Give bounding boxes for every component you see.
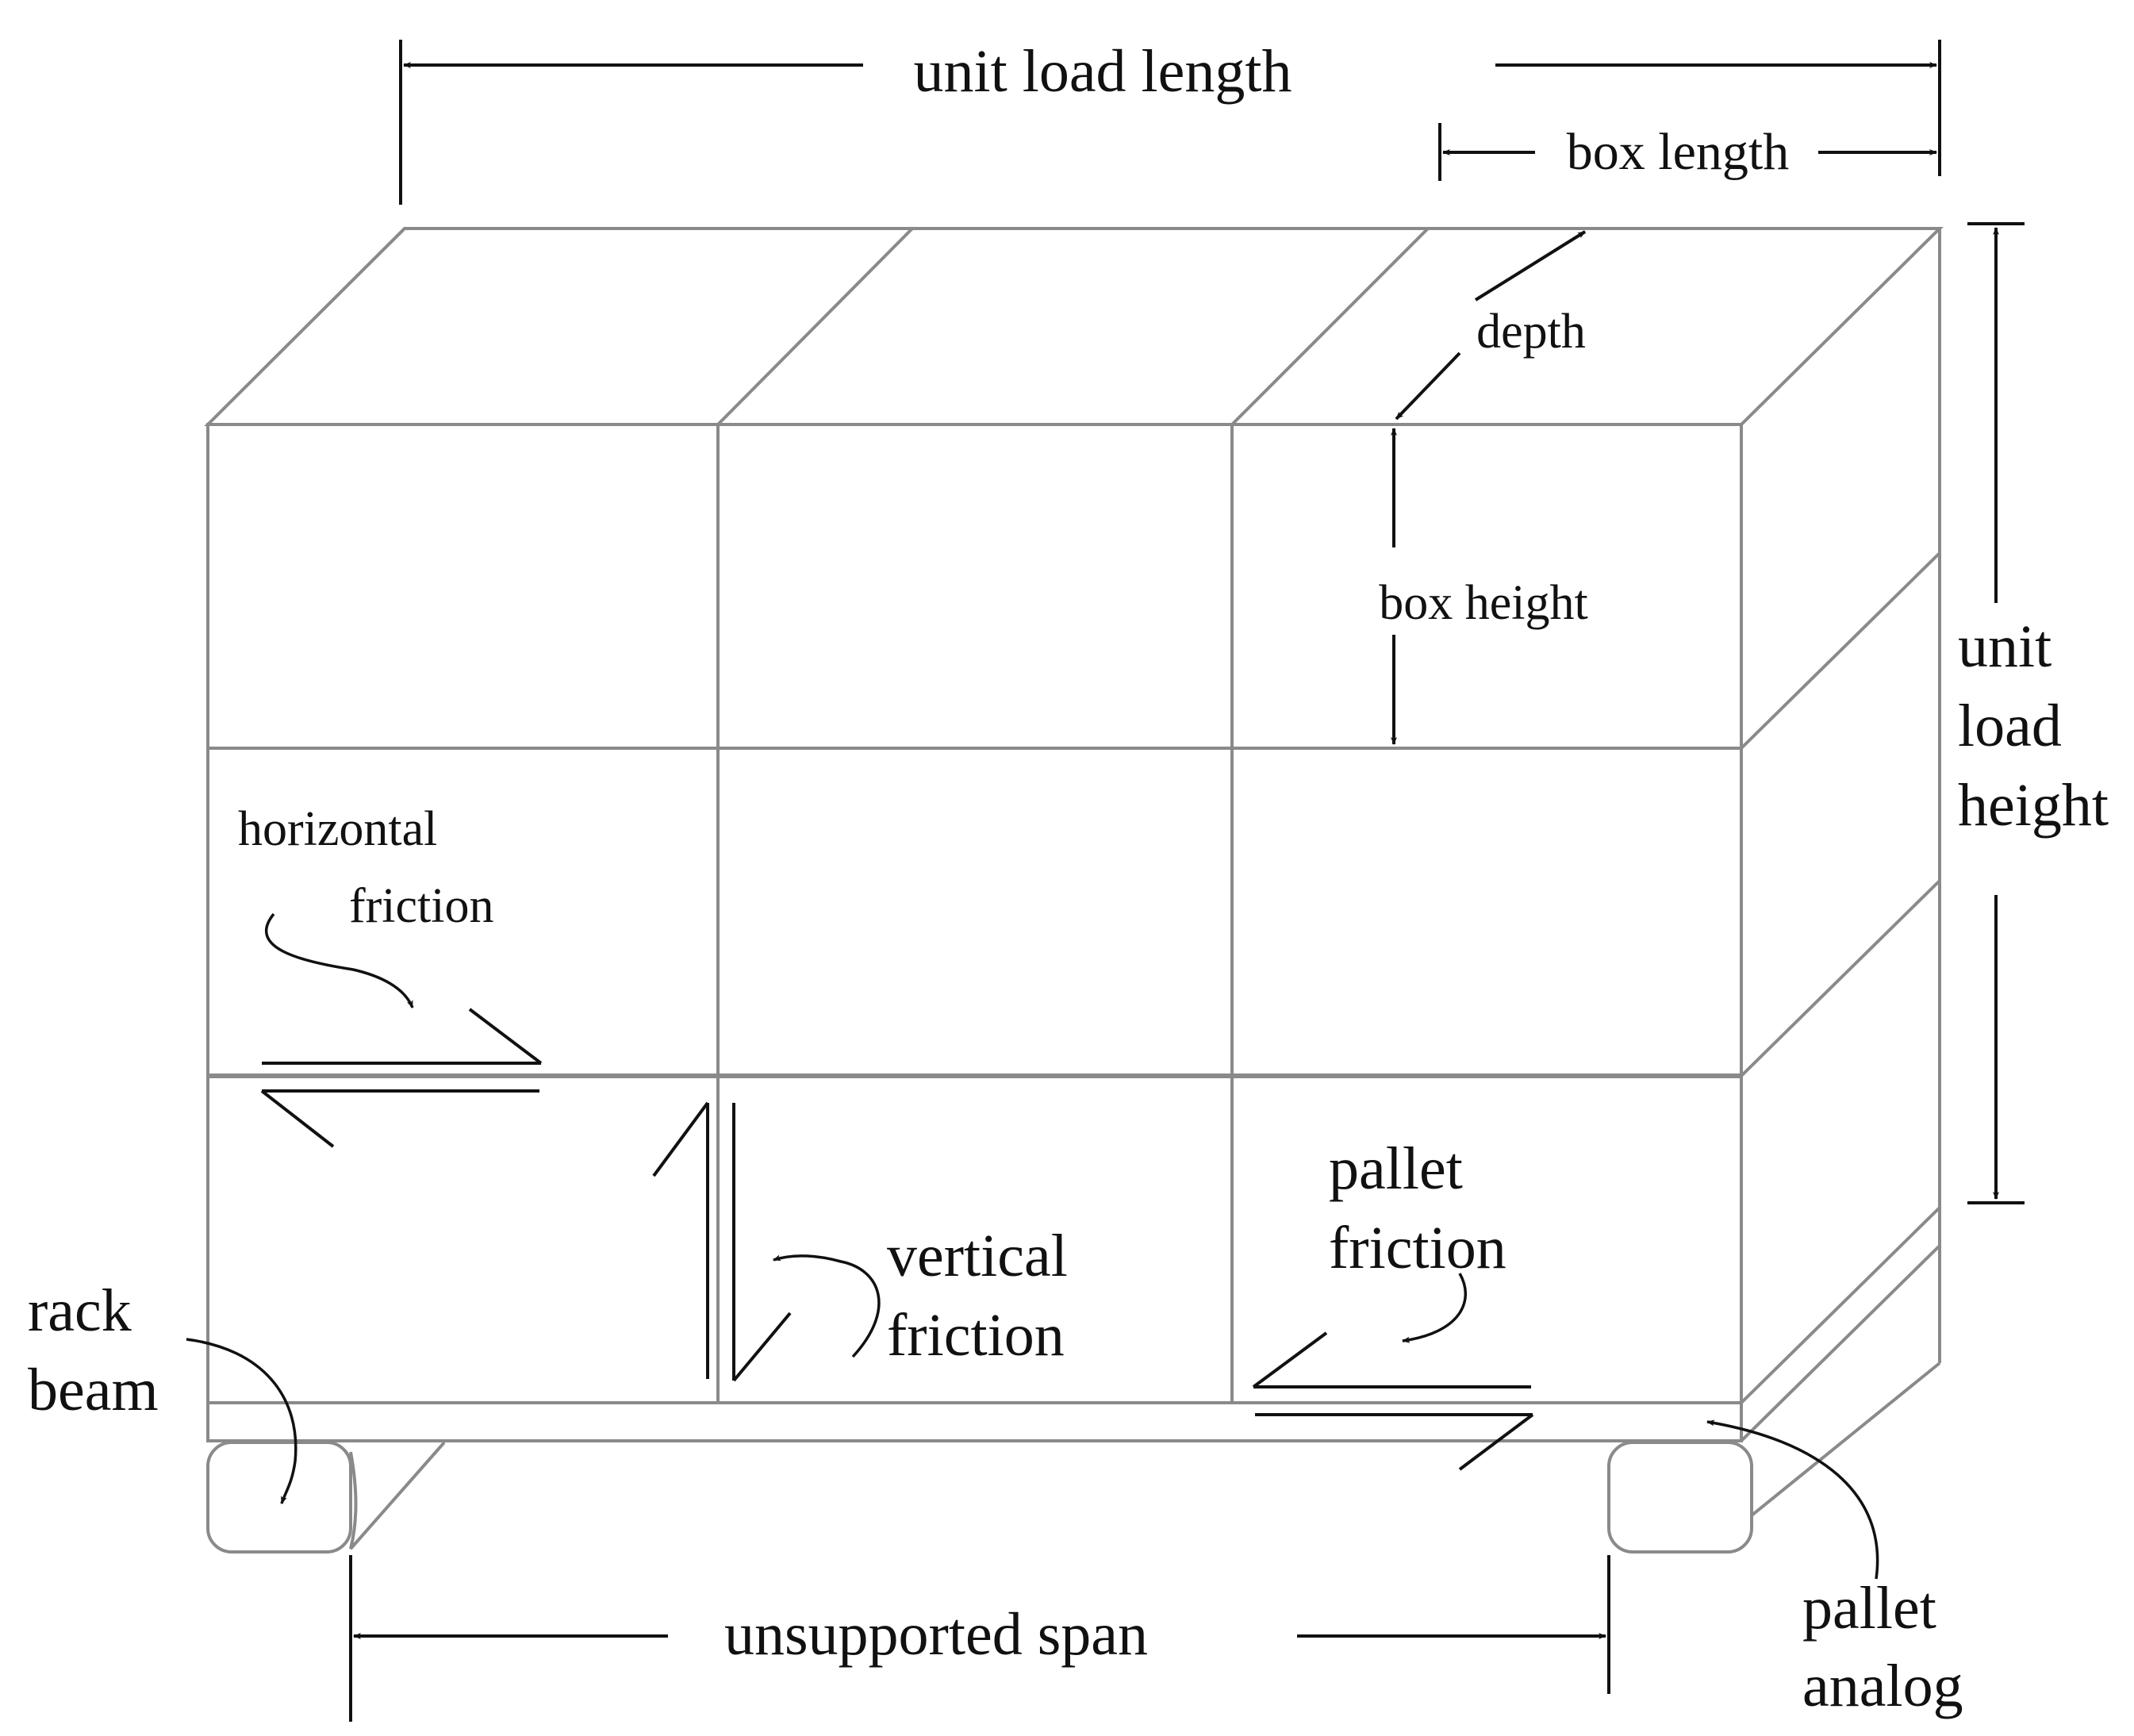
horizontal-friction-label-2: friction xyxy=(349,879,494,933)
rack-beam-callout: rack beam xyxy=(28,1277,297,1504)
shear-barb xyxy=(260,1089,335,1148)
side-row-line-2 xyxy=(1740,879,1941,1077)
rack-beam-left xyxy=(206,1441,352,1554)
top-divider-2 xyxy=(1230,227,1430,426)
unsupported-span-label: unsupported span xyxy=(724,1601,1148,1668)
side-row-line-3 xyxy=(1740,1206,1941,1404)
pallet-deck xyxy=(206,1401,1743,1442)
curved-arrow xyxy=(1706,1419,1879,1580)
unit-load-length-label: unit load length xyxy=(913,38,1292,105)
unit-load-length-dimension: unit load length xyxy=(399,38,1941,205)
horizontal-friction-symbol: horizontal friction xyxy=(238,802,543,1148)
horizontal-friction-label-1: horizontal xyxy=(238,802,437,856)
unsupported-span-dimension: unsupported span xyxy=(349,1555,1610,1722)
unit-load-height-dimension: unit load height xyxy=(1958,222,2109,1204)
curved-arrow xyxy=(186,1338,297,1504)
rack-beam-label-2: beam xyxy=(28,1357,159,1423)
box-height-label: box height xyxy=(1379,576,1587,630)
pallet-friction-symbol: pallet friction xyxy=(1252,1135,1534,1471)
side-bottom-edge xyxy=(1750,1362,1941,1517)
box-stack xyxy=(204,227,1944,1554)
rack-beam-label-1: rack xyxy=(28,1277,132,1344)
shear-barb xyxy=(1252,1331,1328,1388)
top-face xyxy=(204,227,1944,426)
vertical-friction-symbol: vertical friction xyxy=(652,1101,1068,1382)
unit-load-height-label-2: load xyxy=(1958,693,2062,759)
pallet-analog-label-1: pallet xyxy=(1802,1575,1936,1642)
pallet-friction-label-2: friction xyxy=(1329,1215,1506,1281)
pallet-analog-callout: pallet analog xyxy=(1706,1419,1963,1719)
box-length-dimension: box length xyxy=(1438,123,1937,181)
unit-load-height-label-3: height xyxy=(1958,772,2109,839)
shear-barb xyxy=(468,1008,543,1065)
side-row-line-4 xyxy=(1740,1244,1941,1442)
top-divider-1 xyxy=(716,227,914,426)
curved-arrow xyxy=(773,1254,881,1358)
dim-arrow xyxy=(1395,351,1461,421)
shear-barb xyxy=(1458,1413,1534,1471)
rack-beam-right xyxy=(1607,1441,1753,1554)
vertical-friction-label-1: vertical xyxy=(887,1223,1068,1289)
shear-barb xyxy=(652,1101,709,1177)
dim-arrow xyxy=(1474,230,1587,301)
pallet-analog-label-2: analog xyxy=(1802,1653,1963,1719)
pallet-friction-label-1: pallet xyxy=(1329,1135,1463,1202)
depth-dimension: depth xyxy=(1395,230,1587,421)
rack-beam-left-side xyxy=(349,1441,446,1550)
shear-barb xyxy=(732,1312,792,1382)
vertical-friction-label-2: friction xyxy=(887,1302,1065,1369)
curved-arrow xyxy=(265,912,414,1008)
curved-arrow xyxy=(1402,1273,1468,1343)
depth-label: depth xyxy=(1476,305,1586,359)
side-row-line-1 xyxy=(1740,551,1941,750)
box-length-label: box length xyxy=(1567,123,1789,181)
box-height-dimension: box height xyxy=(1379,428,1588,745)
unit-load-height-label-1: unit xyxy=(1958,613,2051,680)
